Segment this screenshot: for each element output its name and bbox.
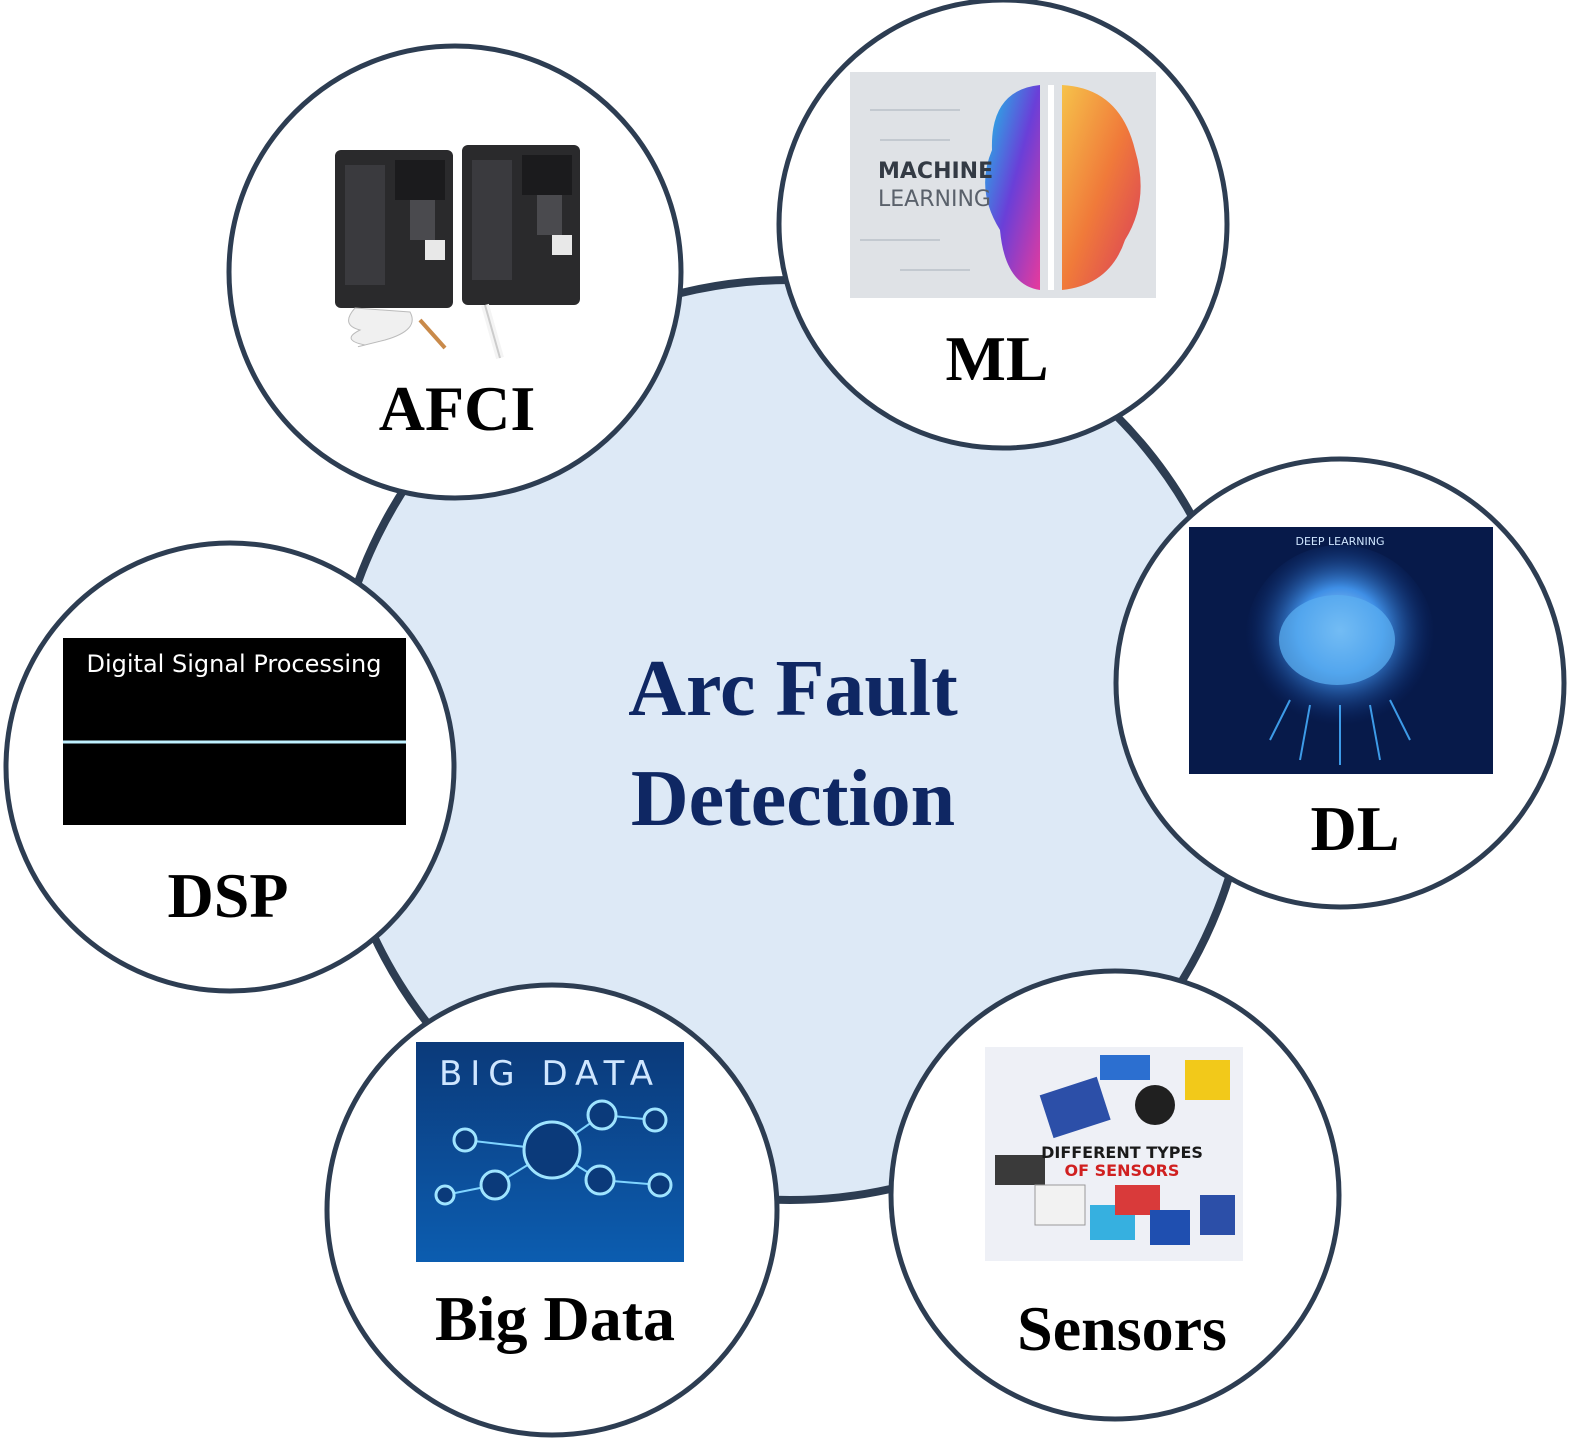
- glowing-brain-icon: DEEP LEARNING: [1189, 527, 1493, 774]
- sensors-image-text-2: OF SENSORS: [1065, 1161, 1180, 1180]
- center-title-line2: Detection: [631, 755, 955, 843]
- dsp-image-text: Digital Signal Processing: [87, 650, 382, 678]
- center-title-line1: Arc Fault: [628, 645, 958, 733]
- waveform-icon: Digital Signal Processing: [63, 638, 406, 825]
- node-sensors-label: Sensors: [1017, 1293, 1227, 1364]
- circuit-breaker-icon: [335, 145, 580, 360]
- node-dsp-label: DSP: [168, 860, 289, 931]
- brain-circuit-icon: MACHINE LEARNING: [850, 72, 1156, 298]
- node-dsp: Digital Signal Processing DSP: [3, 540, 457, 994]
- ml-image-text-2: LEARNING: [878, 187, 991, 212]
- node-dl: DEEP LEARNING DL: [1113, 456, 1567, 910]
- node-afci: AFCI: [226, 43, 684, 501]
- ml-image-text-1: MACHINE: [878, 159, 993, 184]
- bigdata-image-text: BIG DATA: [439, 1054, 661, 1094]
- node-dl-label: DL: [1311, 793, 1400, 864]
- node-ml: MACHINE LEARNING ML: [776, 0, 1230, 451]
- dl-image-text: DEEP LEARNING: [1296, 535, 1385, 548]
- node-afci-label: AFCI: [379, 373, 535, 444]
- node-sensors: DIFFERENT TYPES OF SENSORS Sensors: [888, 968, 1342, 1422]
- node-ml-label: ML: [945, 323, 1048, 394]
- node-bigdata: BIG DATA Big Data: [324, 982, 780, 1438]
- sensor-modules-icon: DIFFERENT TYPES OF SENSORS: [985, 1047, 1243, 1261]
- network-people-icon: BIG DATA: [416, 1042, 684, 1262]
- sensors-image-text-1: DIFFERENT TYPES: [1041, 1143, 1203, 1162]
- node-bigdata-label: Big Data: [435, 1283, 675, 1354]
